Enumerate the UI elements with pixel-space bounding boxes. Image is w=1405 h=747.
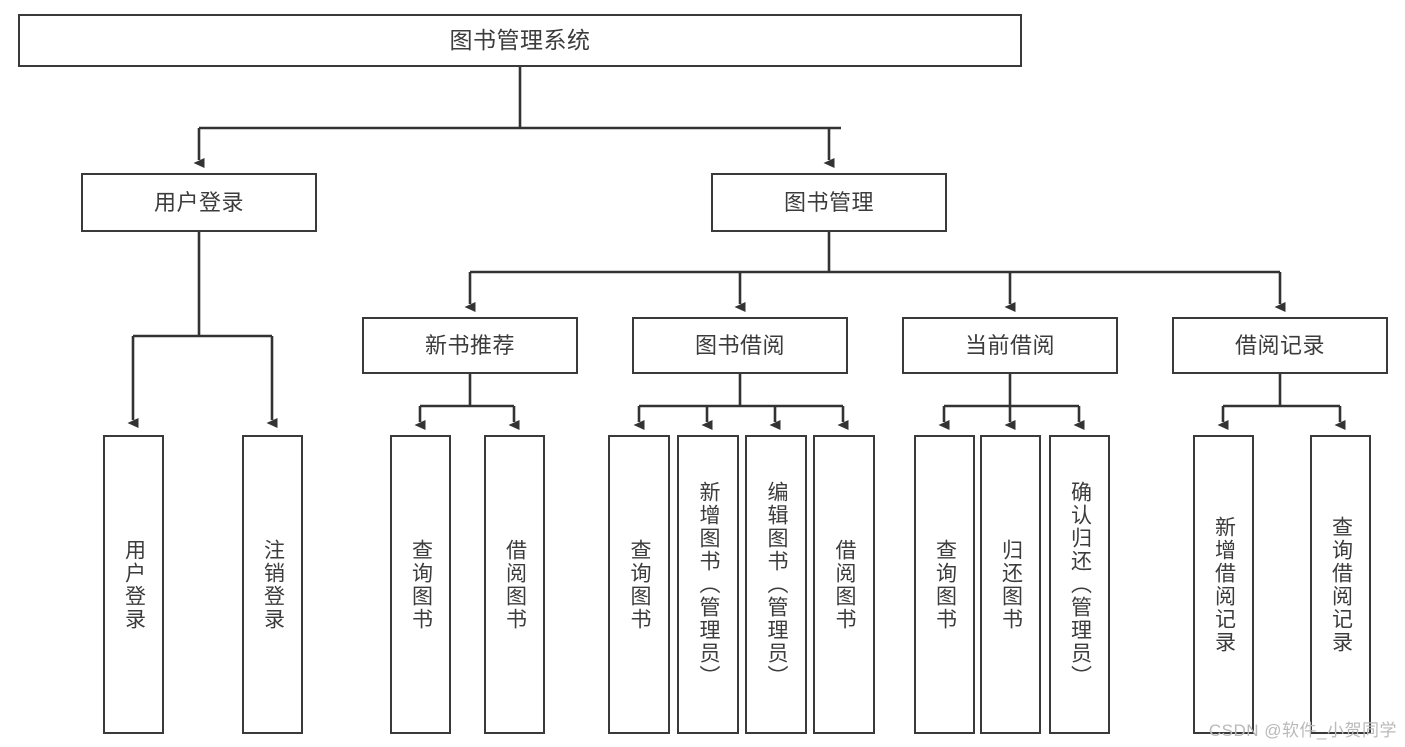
- node-leaf-current-query-label: 查询图书: [933, 538, 957, 631]
- node-leaf-borrow-edit-label: 编辑图书（管理员）: [765, 481, 789, 688]
- node-leaf-borrow-query-label: 查询图书: [628, 538, 652, 631]
- node-leaf-record-query-label: 查询借阅记录: [1329, 515, 1353, 654]
- node-new-book-recommend[interactable]: 新书推荐: [362, 317, 578, 374]
- node-leaf-record-query[interactable]: 查询借阅记录: [1310, 435, 1371, 734]
- node-root[interactable]: 图书管理系统: [18, 14, 1022, 67]
- node-current-borrow[interactable]: 当前借阅: [902, 317, 1118, 374]
- node-leaf-current-confirm[interactable]: 确认归还（管理员）: [1049, 435, 1110, 734]
- node-leaf-recommend-borrow-label: 借阅图书: [503, 538, 527, 631]
- node-book-borrow[interactable]: 图书借阅: [632, 317, 848, 374]
- node-leaf-borrow-lend-label: 借阅图书: [833, 538, 857, 631]
- node-current-borrow-label: 当前借阅: [964, 332, 1055, 358]
- node-leaf-user-logout[interactable]: 注销登录: [242, 435, 303, 734]
- node-leaf-borrow-add[interactable]: 新增图书（管理员）: [677, 435, 739, 734]
- node-leaf-borrow-edit[interactable]: 编辑图书（管理员）: [745, 435, 807, 734]
- node-book-manage-label: 图书管理: [783, 189, 874, 215]
- node-root-label: 图书管理系统: [449, 26, 591, 53]
- node-leaf-user-login-label: 用户登录: [122, 538, 146, 631]
- node-leaf-record-add[interactable]: 新增借阅记录: [1193, 435, 1254, 734]
- node-leaf-borrow-lend[interactable]: 借阅图书: [813, 435, 875, 734]
- node-leaf-recommend-borrow[interactable]: 借阅图书: [484, 435, 545, 734]
- node-leaf-recommend-query[interactable]: 查询图书: [390, 435, 451, 734]
- csdn-watermark: CSDN @软件_小贺同学: [1208, 721, 1397, 740]
- node-leaf-current-query[interactable]: 查询图书: [914, 435, 975, 734]
- node-leaf-current-return-label: 归还图书: [999, 538, 1023, 631]
- node-borrow-record[interactable]: 借阅记录: [1172, 317, 1388, 374]
- node-leaf-record-add-label: 新增借阅记录: [1212, 515, 1236, 654]
- node-new-book-recommend-label: 新书推荐: [424, 332, 515, 358]
- node-book-borrow-label: 图书借阅: [694, 332, 785, 358]
- node-leaf-current-return[interactable]: 归还图书: [980, 435, 1041, 734]
- node-user-login-label: 用户登录: [153, 189, 244, 215]
- node-leaf-current-confirm-label: 确认归还（管理员）: [1068, 481, 1092, 688]
- node-user-login[interactable]: 用户登录: [81, 173, 317, 232]
- node-leaf-recommend-query-label: 查询图书: [409, 538, 433, 631]
- node-leaf-borrow-add-label: 新增图书（管理员）: [697, 481, 721, 688]
- node-borrow-record-label: 借阅记录: [1234, 332, 1325, 358]
- node-leaf-borrow-query[interactable]: 查询图书: [608, 435, 670, 734]
- node-leaf-user-login[interactable]: 用户登录: [103, 435, 164, 734]
- node-leaf-user-logout-label: 注销登录: [261, 538, 285, 631]
- node-book-manage[interactable]: 图书管理: [711, 173, 947, 232]
